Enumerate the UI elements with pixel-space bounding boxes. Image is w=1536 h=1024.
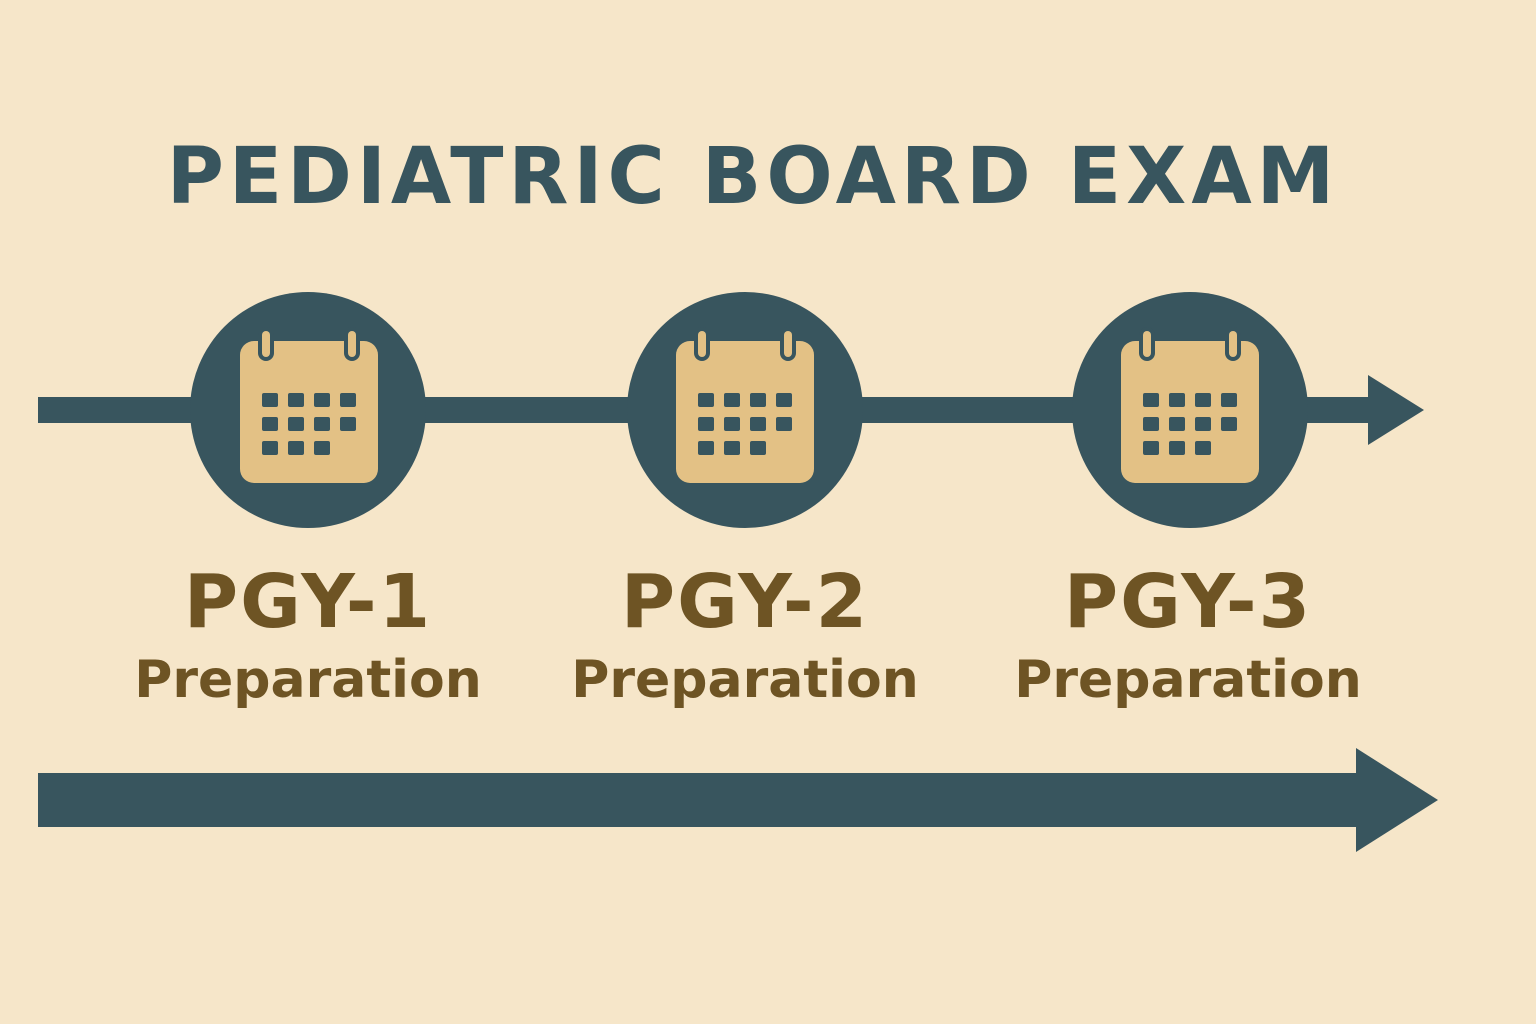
stage-1-subtitle: Preparation xyxy=(134,650,482,710)
progress-arrow-shaft xyxy=(38,773,1378,827)
stage-3-subtitle: Preparation xyxy=(1014,650,1362,710)
stage-1-year: PGY-1 xyxy=(183,559,433,645)
stage-3-year: PGY-3 xyxy=(1063,559,1313,645)
timeline-arrowhead xyxy=(1368,375,1424,445)
timeline-node-1 xyxy=(190,292,426,528)
stage-2-subtitle: Preparation xyxy=(571,650,919,710)
diagram-title: PEDIATRIC BOARD EXAM xyxy=(166,132,1340,222)
calendar-icon xyxy=(240,327,378,483)
timeline-node-2 xyxy=(627,292,863,528)
progress-arrow-head xyxy=(1356,748,1438,852)
stage-2-year: PGY-2 xyxy=(620,559,870,645)
timeline-node-3 xyxy=(1072,292,1308,528)
calendar-icon xyxy=(676,327,814,483)
calendar-icon xyxy=(1121,327,1259,483)
progress-arrow xyxy=(38,748,1438,852)
